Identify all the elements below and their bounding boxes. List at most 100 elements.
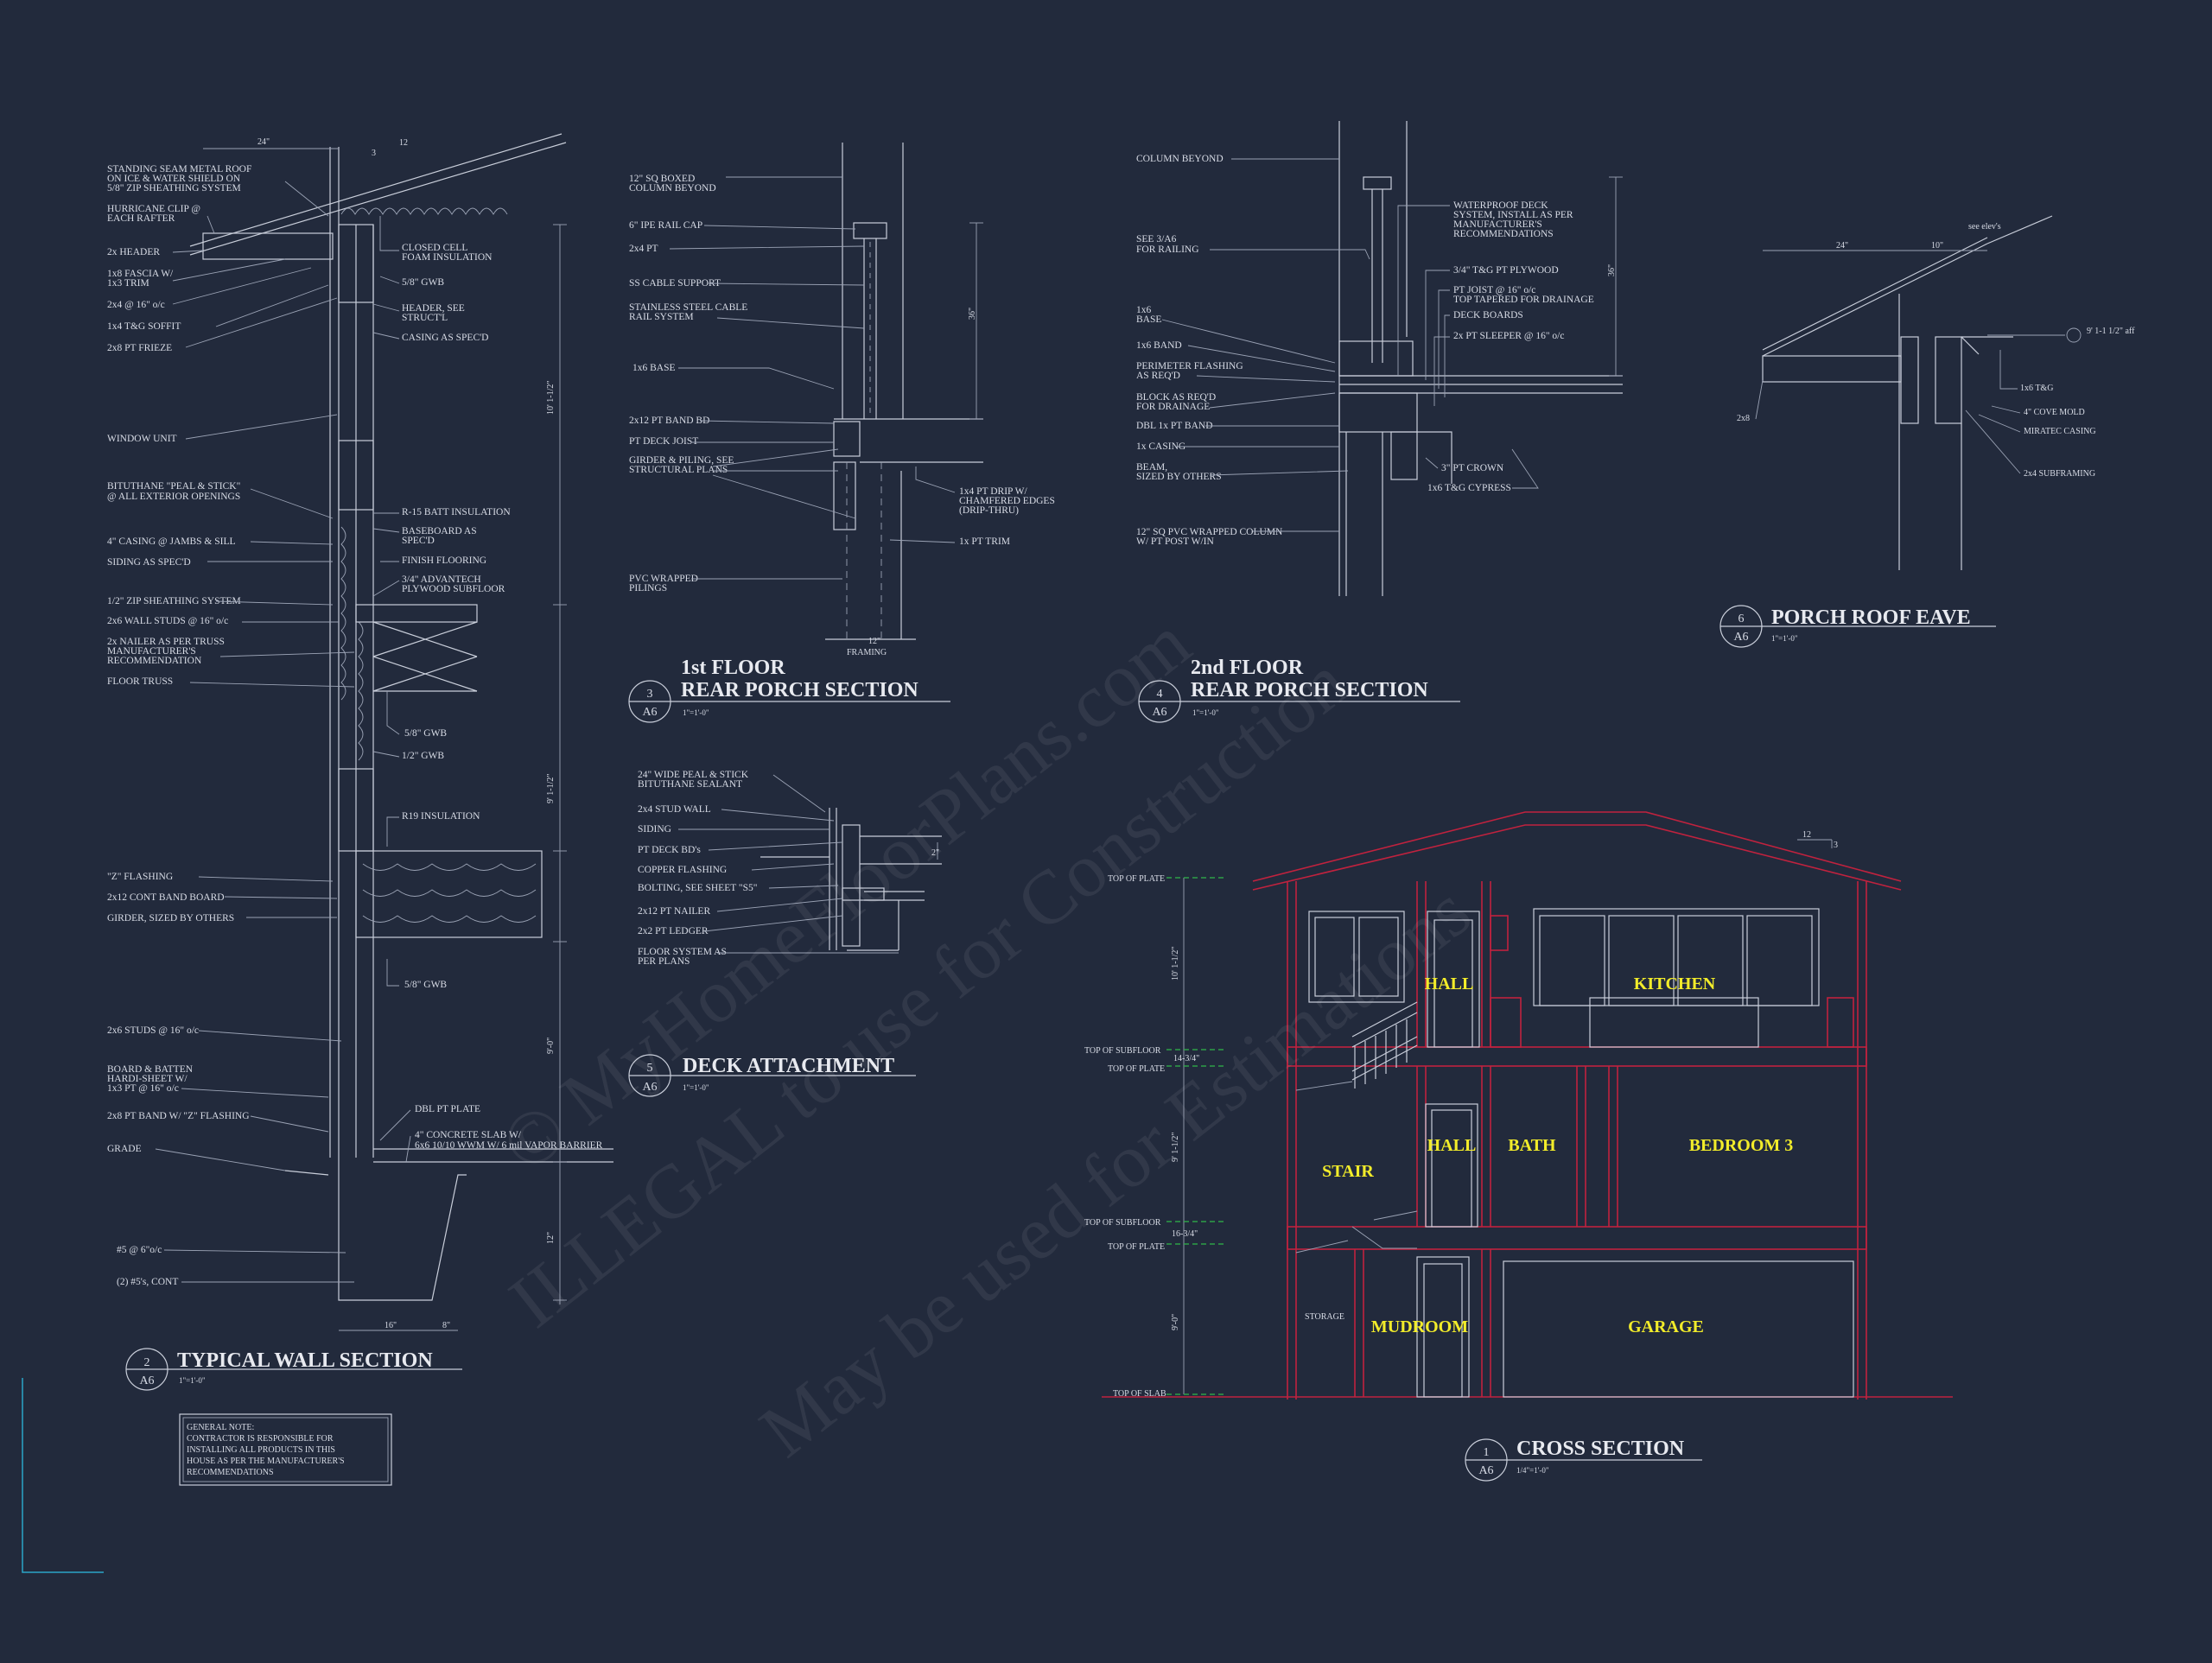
watermark: © MyHomeFloorPlans.com ILLEGAL to use fo… xyxy=(486,600,1486,1473)
label: 9' 1-1 1/2" aff xyxy=(2087,327,2135,336)
room-label: BEDROOM 3 xyxy=(1689,1136,1794,1155)
level-label: TOP OF SLAB xyxy=(1113,1389,1166,1399)
label: 2x2 PT LEDGER xyxy=(638,926,709,936)
detail-cross-section: 12 3 xyxy=(1084,811,1953,1482)
label: 1x6 T&G xyxy=(2020,384,2053,393)
label: 5/8" GWB xyxy=(404,728,447,739)
label: 1x4 T&G SOFFIT xyxy=(107,321,181,332)
detail-number: 6 xyxy=(1738,613,1745,625)
label: MIRATEC CASING xyxy=(2024,427,2096,436)
dim-floor3-height: 9'-0" xyxy=(546,1038,556,1054)
label: 2x4 @ 16" o/c xyxy=(107,300,165,310)
detail-porch-eave: 24" 10" see elev's 9' 1-1 1/2" aff 1x6 T… xyxy=(1719,215,2135,648)
label: DECK BOARDS xyxy=(1453,310,1523,321)
label: HEADER, SEE xyxy=(402,303,465,314)
label: 2x4 PT xyxy=(629,244,658,254)
label: 2x8 PT BAND W/ "Z" FLASHING xyxy=(107,1111,250,1121)
label: 3" PT CROWN xyxy=(1441,463,1504,473)
dim-step: 2" xyxy=(931,848,939,858)
label: 1x6 BASE xyxy=(632,363,676,373)
label: 1/2" ZIP SHEATHING SYSTEM xyxy=(107,596,241,606)
sheet-ref: A6 xyxy=(642,706,657,719)
label: PLYWOOD SUBFLOOR xyxy=(402,584,505,594)
sheet-ref: A6 xyxy=(1733,631,1748,644)
label: STRUCTURAL PLANS xyxy=(629,465,728,475)
label: 1/2" GWB xyxy=(402,751,444,761)
detail-scale: 1"=1'-0" xyxy=(1192,708,1219,717)
label: MANUFACTURER'S xyxy=(107,646,196,657)
level-dim: 14-3/4" xyxy=(1173,1054,1199,1063)
label: PER PLANS xyxy=(638,956,690,967)
dim-overhang: 24" xyxy=(1836,241,1848,251)
detail-number: 3 xyxy=(647,688,653,701)
detail-title: DECK ATTACHMENT xyxy=(683,1055,894,1077)
label: 1x6 T&G CYPRESS xyxy=(1427,483,1511,493)
label: HARDI-SHEET W/ xyxy=(107,1074,188,1084)
label: STRUCT'L xyxy=(402,313,448,323)
label: 1x6 xyxy=(1136,305,1152,315)
label: 24" WIDE PEAL & STICK xyxy=(638,770,749,780)
sheet-ref: A6 xyxy=(642,1081,657,1094)
label: PILINGS xyxy=(629,583,667,593)
label: FOR RAILING xyxy=(1136,244,1199,255)
label: BOARD & BATTEN xyxy=(107,1064,194,1075)
dim-rail-height: 36" xyxy=(1607,264,1617,276)
dim-floor2-height: 9' 1-1/2" xyxy=(546,774,556,804)
label: 5/8" GWB xyxy=(404,980,447,990)
general-note-line: HOUSE AS PER THE MANUFACTURER'S xyxy=(187,1457,345,1466)
label: 2x PT SLEEPER @ 16" o/c xyxy=(1453,331,1564,341)
label: TOP TAPERED FOR DRAINAGE xyxy=(1453,295,1594,305)
general-note-title: GENERAL NOTE: xyxy=(187,1423,254,1432)
label: 3/4" ADVANTECH xyxy=(402,574,481,585)
dim-footing-width: 16" xyxy=(385,1321,397,1330)
label: SIDING AS SPEC'D xyxy=(107,557,191,568)
label: 1x CASING xyxy=(1136,441,1185,452)
room-label: MUDROOM xyxy=(1371,1317,1468,1336)
level-label: TOP OF PLATE xyxy=(1108,1242,1165,1252)
room-label: STAIR xyxy=(1322,1162,1374,1181)
label: FLOOR TRUSS xyxy=(107,676,173,687)
label: COLUMN BEYOND xyxy=(629,183,716,194)
level-label: TOP OF SUBFLOOR xyxy=(1084,1046,1161,1056)
label: "Z" FLASHING xyxy=(107,872,173,882)
label: RECOMMENDATIONS xyxy=(1453,229,1554,239)
label: 2x12 PT BAND BD xyxy=(629,416,709,426)
label: BASE xyxy=(1136,314,1161,325)
label: MANUFACTURER'S xyxy=(1453,219,1542,230)
label: ON ICE & WATER SHIELD ON xyxy=(107,174,241,184)
label: SIDING xyxy=(638,824,671,835)
detail-deck-attachment: 2" 24" WIDE PEAL & STICK BITUTHANE SEALA… xyxy=(628,770,942,1097)
label: GIRDER & PILING, SEE xyxy=(629,455,734,466)
level-dim: 9' 1-1/2" xyxy=(1171,1133,1180,1163)
roof-pitch-rise: 3 xyxy=(1834,841,1838,850)
dim-framing: FRAMING xyxy=(847,648,887,657)
label: #5 @ 6"o/c xyxy=(117,1245,162,1255)
label: 6x6 10/10 WWM W/ 6 mil VAPOR BARRIER xyxy=(415,1140,603,1151)
label: 3/4" T&G PT PLYWOOD xyxy=(1453,265,1559,276)
label: 2x8 xyxy=(1737,414,1750,423)
label: PT JOIST @ 16" o/c xyxy=(1453,285,1535,295)
dim-fascia: 10" xyxy=(1931,241,1943,251)
level-dim: 9'-0" xyxy=(1171,1314,1180,1330)
detail-title-line1: 1st FLOOR xyxy=(681,657,785,679)
detail-scale: 1/4"=1'-0" xyxy=(1516,1466,1549,1475)
label: 2x HEADER xyxy=(107,247,160,257)
label: 5/8" ZIP SHEATHING SYSTEM xyxy=(107,183,241,194)
label: 2x NAILER AS PER TRUSS xyxy=(107,637,225,647)
label: BITUTHANE SEALANT xyxy=(638,779,742,790)
dim-rail-height: 36" xyxy=(968,308,977,320)
label: SPEC'D xyxy=(402,536,435,546)
label: 2x12 PT NAILER xyxy=(638,906,710,917)
level-dim: 16-3/4" xyxy=(1172,1229,1198,1239)
general-note-line: INSTALLING ALL PRODUCTS IN THIS xyxy=(187,1445,335,1455)
label: 12" SQ BOXED xyxy=(629,174,695,184)
sheet-ref: A6 xyxy=(1478,1464,1493,1477)
label: 1x8 FASCIA W/ xyxy=(107,269,174,279)
label: 6" IPE RAIL CAP xyxy=(629,220,702,231)
dim-roof-rise: 3 xyxy=(372,149,376,158)
room-label: GARAGE xyxy=(1628,1317,1704,1336)
dim-footing-height: 12" xyxy=(546,1232,556,1244)
watermark-line: May be used for Estimations xyxy=(746,869,1486,1473)
label: 1x PT TRIM xyxy=(959,536,1010,547)
label: SYSTEM, INSTALL AS PER xyxy=(1453,210,1573,220)
